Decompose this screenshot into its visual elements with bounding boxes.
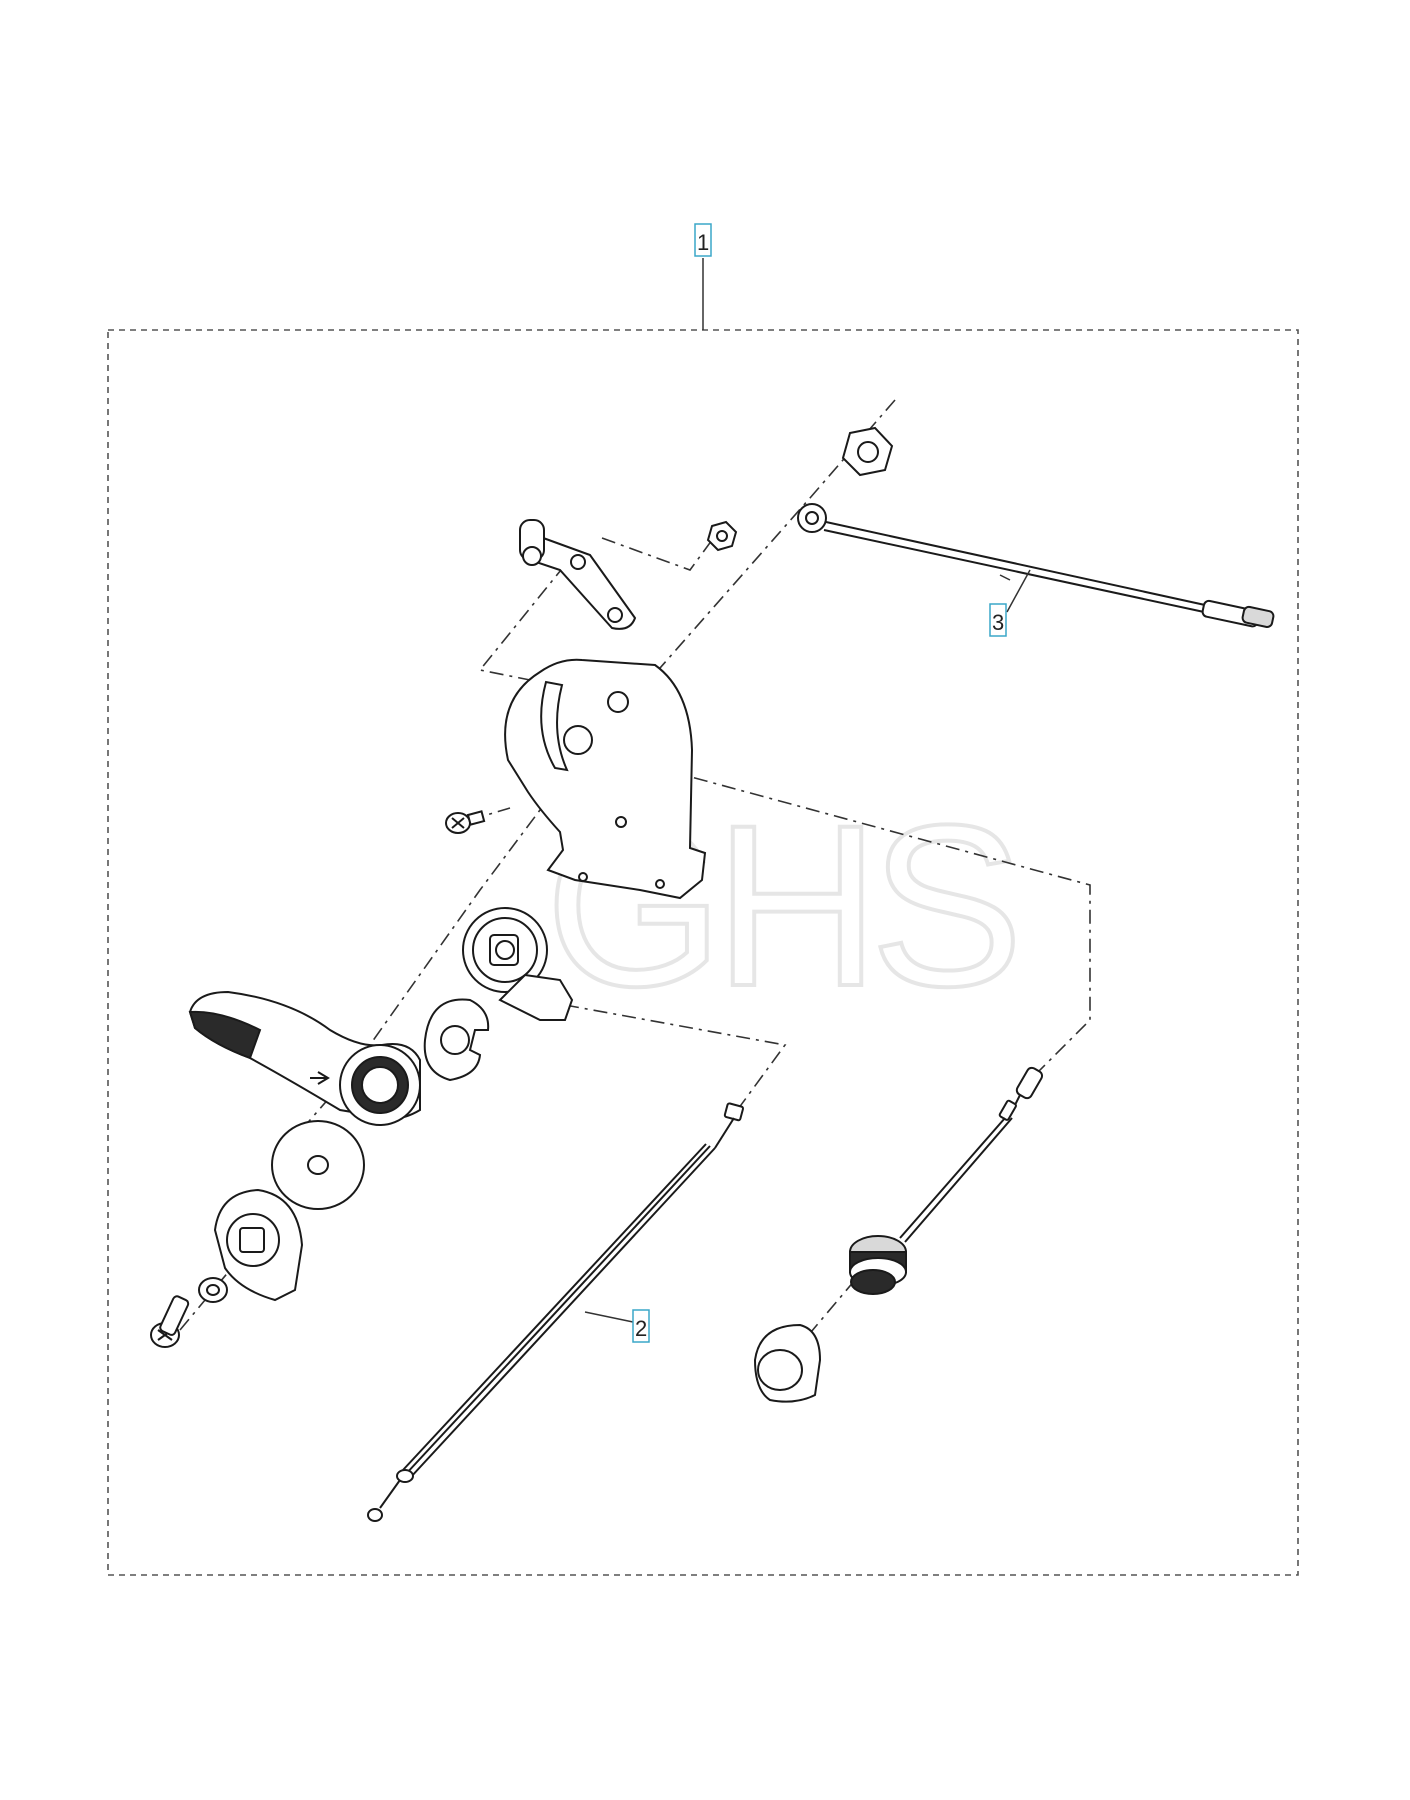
mounting-bracket — [504, 658, 707, 900]
screw-small — [445, 810, 486, 834]
bushing-cover — [213, 1188, 304, 1302]
control-lever — [188, 990, 421, 1126]
ring-terminal-wire — [797, 503, 1275, 628]
callout-2-label: 2 — [635, 1316, 647, 1341]
link-arm — [519, 519, 637, 630]
adjust-knob — [849, 1235, 907, 1295]
assembly-line-link — [601, 537, 713, 571]
assembly-line-main-axis — [274, 399, 896, 1161]
assembly-line-knob-to-cable — [564, 1004, 787, 1121]
rubber-cap — [753, 1323, 822, 1403]
callout-3-leader — [999, 574, 1011, 581]
washer-small — [198, 1277, 228, 1303]
callout-1[interactable]: 1 — [694, 223, 712, 257]
throttle-cable — [367, 1102, 745, 1522]
callout-3-label: 3 — [992, 610, 1004, 635]
assembly-line-bracket-to-cable — [609, 754, 1091, 1081]
washer-large — [271, 1120, 365, 1210]
callout-2-leader — [584, 1311, 634, 1323]
callout-3[interactable]: 3 — [989, 603, 1007, 637]
spring-clip — [423, 998, 490, 1082]
callout-1-label: 1 — [697, 230, 709, 255]
hex-nut-small — [706, 520, 738, 552]
stop-cable — [899, 1066, 1044, 1243]
callout-2[interactable]: 2 — [632, 1309, 650, 1343]
screw-lower — [150, 1295, 190, 1348]
pivot-housing — [462, 907, 574, 1021]
hex-nut-large — [841, 426, 894, 477]
